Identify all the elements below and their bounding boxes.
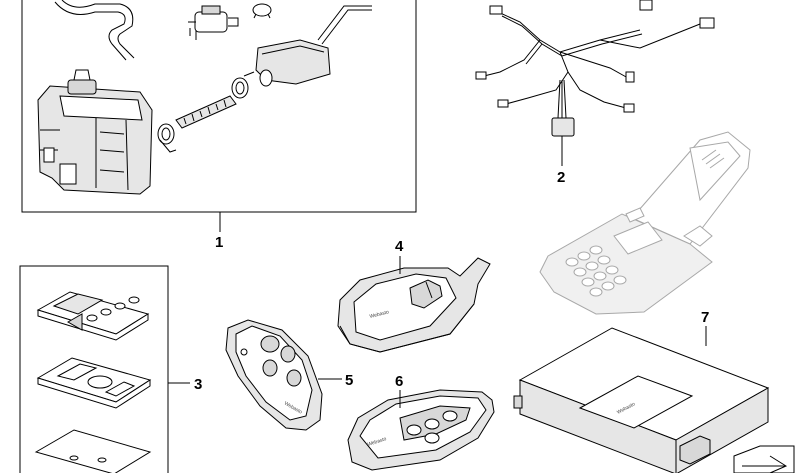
callout-1: 1 — [215, 234, 223, 251]
wiring-harness — [475, 0, 715, 166]
mounting-bracket — [36, 357, 152, 409]
phone-keypad — [565, 245, 627, 297]
fuel-pump — [188, 3, 272, 40]
callout-4: 4 — [395, 238, 404, 255]
next-page-arrow-icon[interactable] — [733, 445, 795, 473]
transmitter-6: Webasto — [347, 389, 495, 471]
callout-5: 5 — [345, 372, 353, 389]
heater-kit-group — [21, 0, 417, 232]
control-display — [36, 291, 150, 341]
mobile-phone — [539, 131, 751, 315]
callout-3: 3 — [194, 376, 202, 393]
harness-connector — [551, 117, 575, 137]
heater-unit — [37, 69, 153, 195]
flex-pipe — [157, 77, 249, 153]
callout-2: 2 — [557, 169, 565, 186]
display-kit-frame — [19, 265, 169, 473]
adhesive-pad — [34, 429, 152, 473]
callout-7: 7 — [701, 309, 709, 326]
control-module-7: Webasto — [513, 326, 770, 473]
transmitter-6-brand: Webasto — [367, 436, 388, 448]
remote-4-brand: Webasto — [369, 309, 390, 320]
callout-6: 6 — [395, 373, 403, 390]
heater-kit-frame — [21, 0, 417, 213]
display-kit-group — [19, 265, 190, 473]
remote-control-4: Webasto — [337, 256, 491, 353]
exhaust-silencer — [243, 5, 372, 87]
key-fob-5: Webasto — [225, 319, 342, 431]
coolant-hose — [54, 0, 135, 61]
